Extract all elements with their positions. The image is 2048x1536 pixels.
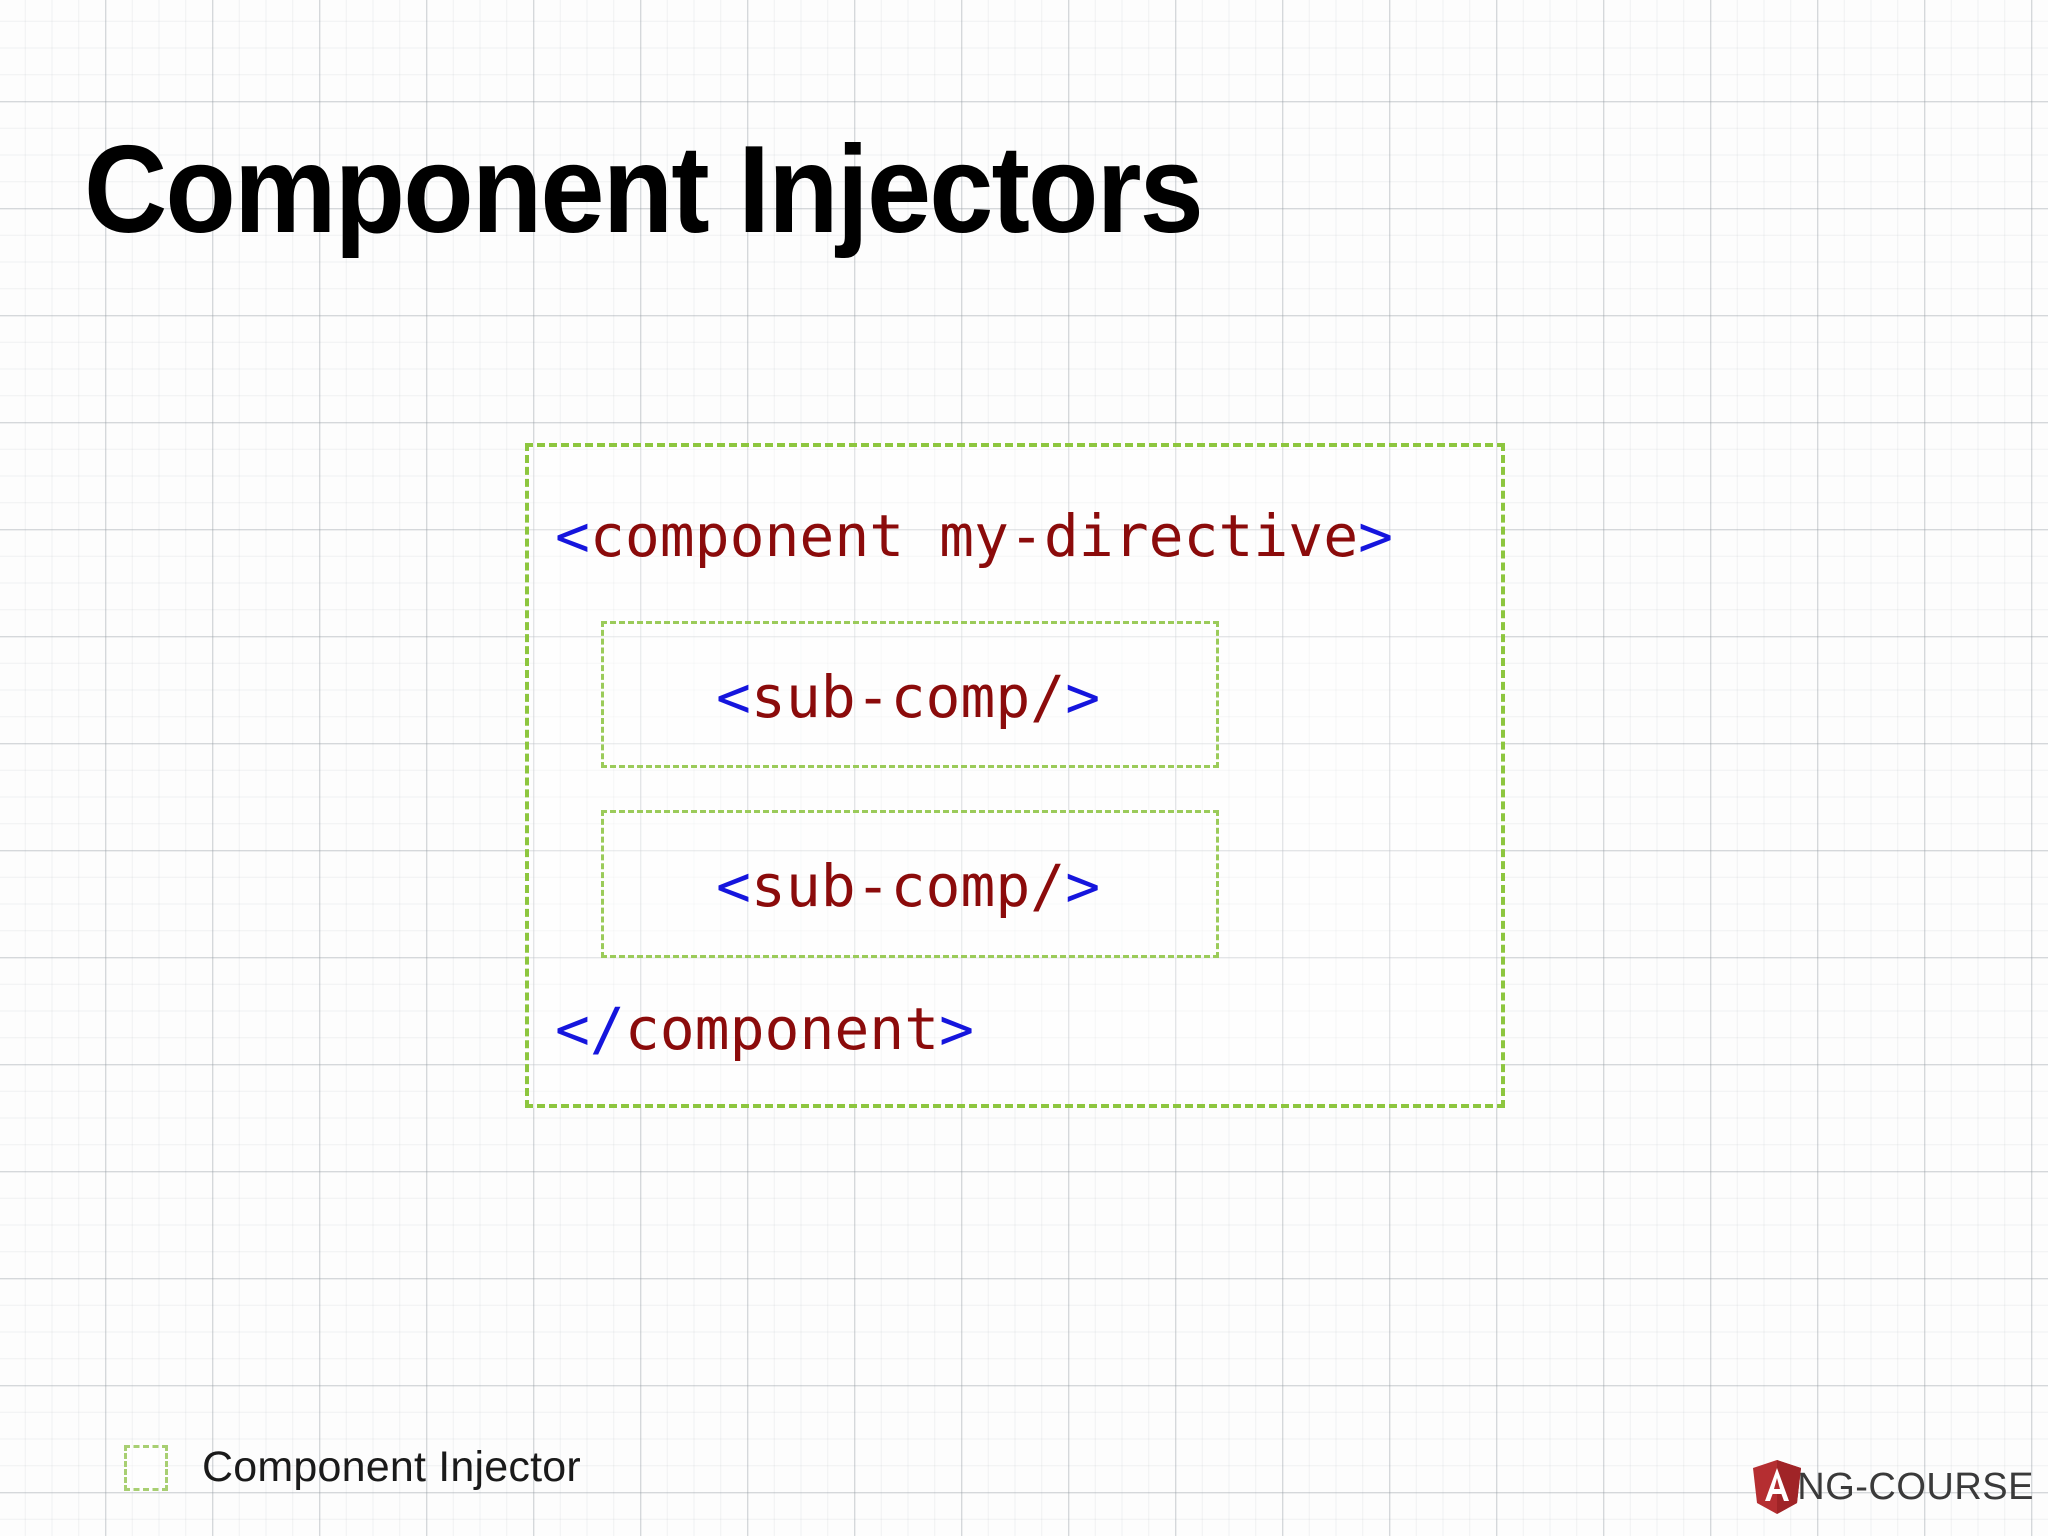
sub-comp-1-bracket-close: > xyxy=(1065,663,1101,731)
open-tag-bracket-close: > xyxy=(1358,502,1394,570)
component-injector-box: <component my-directive> <sub-comp/> <su… xyxy=(525,443,1505,1108)
sub-component-injector-box-2: <sub-comp/> xyxy=(601,810,1219,958)
sub-comp-1-bracket-open: < xyxy=(716,663,751,731)
sub-comp-code-line-1: <sub-comp/> xyxy=(716,668,1100,726)
open-tag-code-line: <component my-directive> xyxy=(555,507,1393,565)
legend-label: Component Injector xyxy=(202,1443,581,1491)
open-tag-bracket-open: < xyxy=(555,502,590,570)
brand-text: NG-COURSE xyxy=(1797,1465,2034,1508)
sub-comp-2-bracket-close: > xyxy=(1065,852,1101,920)
open-tag-name: component my-directive xyxy=(589,502,1359,570)
sub-comp-2-tag-name: sub-comp/ xyxy=(750,852,1066,920)
sub-component-injector-box-1: <sub-comp/> xyxy=(601,621,1219,768)
sub-comp-2-bracket-open: < xyxy=(716,852,751,920)
angular-shield-icon xyxy=(1753,1460,1802,1514)
sub-comp-code-line-2: <sub-comp/> xyxy=(716,857,1100,915)
page-title: Component Injectors xyxy=(84,121,1204,260)
dashed-square-icon xyxy=(124,1444,168,1491)
brand-logo: NG-COURSE xyxy=(1751,1459,2034,1515)
sub-comp-1-tag-name: sub-comp/ xyxy=(750,663,1066,731)
legend: Component Injector xyxy=(124,1443,581,1492)
close-tag-name: component xyxy=(624,995,940,1063)
close-tag-code-line: </component> xyxy=(555,1000,974,1058)
close-tag-bracket-open: </ xyxy=(555,995,625,1063)
close-tag-bracket-close: > xyxy=(939,995,975,1063)
